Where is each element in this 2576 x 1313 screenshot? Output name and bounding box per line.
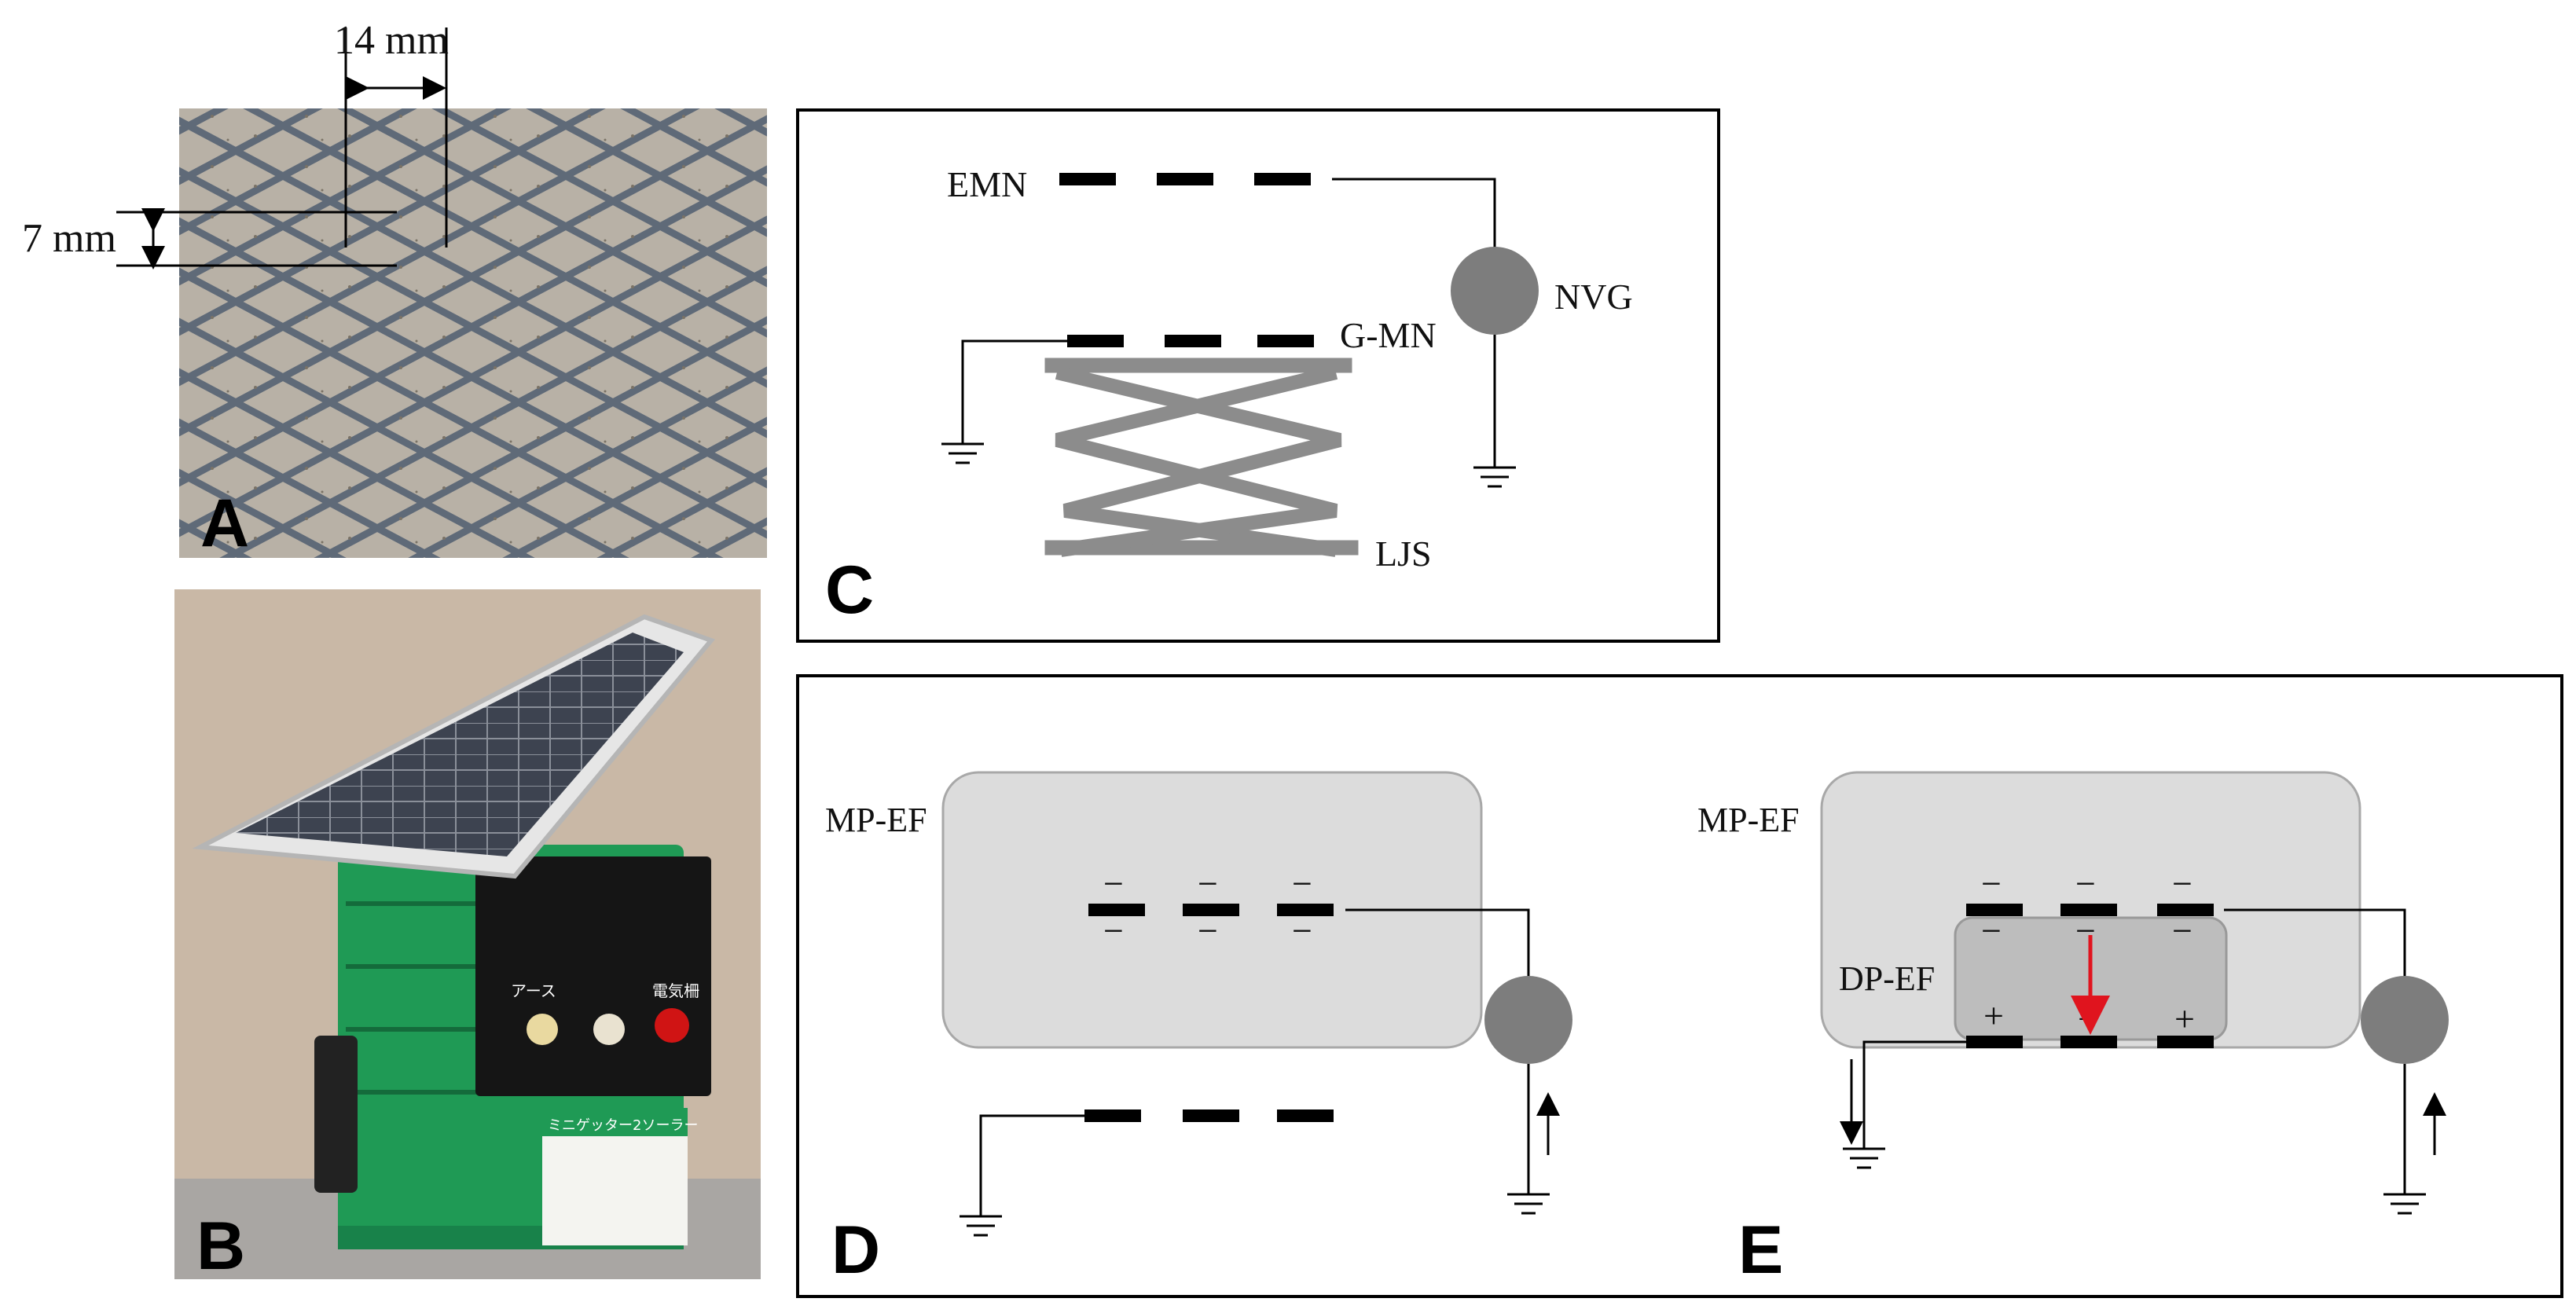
panel-e: E MP-EF DP-EF − − − − − − + + + <box>1697 771 2449 1288</box>
negative-charge-signs: − − − − − − <box>1981 864 2193 951</box>
nvg-generator-icon <box>1451 247 1539 335</box>
svg-text:−: − <box>2172 911 2193 951</box>
mpef-label: MP-EF <box>1697 801 1800 839</box>
panel-b-letter: B <box>196 1208 245 1284</box>
induced-positive-net <box>1966 1036 2214 1048</box>
svg-text:−: − <box>2172 864 2193 904</box>
voltage-generator-icon <box>2361 976 2449 1064</box>
svg-text:+: + <box>1983 996 2004 1036</box>
ground-symbol-icon <box>960 1215 1002 1237</box>
mesh-photo <box>179 108 767 558</box>
panel-d: D MP-EF − − − − − − <box>825 771 1572 1288</box>
svg-text:−: − <box>2075 911 2096 951</box>
fence-energizer-body: アース 電気柵 ミニゲッター2ソーラー <box>314 845 711 1249</box>
ljs-label: LJS <box>1375 534 1432 574</box>
charged-electrode-net <box>1966 904 2214 916</box>
svg-text:−: − <box>1198 911 1218 951</box>
ljs-lab-jack-stand <box>1044 358 1359 557</box>
emn-electrode-net <box>1059 173 1311 185</box>
emn-label: EMN <box>947 164 1027 204</box>
dim-horizontal-label: 14 mm <box>334 18 449 63</box>
side-clip <box>314 1036 358 1193</box>
panel-d-letter: D <box>831 1212 880 1288</box>
control-box <box>475 856 711 1096</box>
terminal-earth-label: アース <box>511 981 556 1000</box>
ground-symbol-icon <box>1843 1147 1885 1169</box>
fence-terminal-icon <box>593 1014 625 1045</box>
svg-text:+: + <box>2174 999 2195 1039</box>
panel-a-letter: A <box>200 486 249 561</box>
gmn-grounded-net <box>1067 335 1314 347</box>
dim-vertical-label: 7 mm <box>22 216 116 261</box>
panel-c-frame <box>796 108 1720 643</box>
grounded-net <box>1084 1109 1334 1122</box>
mpef-label: MP-EF <box>825 801 927 839</box>
earth-terminal-icon <box>527 1014 558 1045</box>
panel-b: アース 電気柵 ミニゲッター2ソーラー B <box>174 589 761 1284</box>
product-name: ミニゲッター2ソーラー <box>548 1117 698 1134</box>
svg-text:−: − <box>1292 864 1312 904</box>
charged-electrode-net <box>1088 904 1334 916</box>
svg-text:+: + <box>2078 999 2098 1039</box>
voltage-generator-icon <box>1484 976 1572 1064</box>
panel-a: A 14 mm 7 mm <box>22 18 767 561</box>
dim-horizontal-marker <box>344 28 448 248</box>
negative-charge-signs: − − − − − − <box>1103 864 1312 951</box>
dpef-label: DP-EF <box>1839 959 1935 998</box>
ground-symbol-icon <box>2383 1193 2426 1215</box>
svg-text:−: − <box>1981 864 2002 904</box>
nvg-label: NVG <box>1554 277 1633 317</box>
ground-symbol-icon <box>1473 466 1516 488</box>
svg-text:−: − <box>2075 864 2096 904</box>
dim-vertical-marker <box>116 208 397 270</box>
svg-text:−: − <box>1981 911 2002 951</box>
svg-text:−: − <box>1198 864 1218 904</box>
svg-text:−: − <box>1292 911 1312 951</box>
svg-text:−: − <box>1103 864 1124 904</box>
panel-c: C EMN NVG G-MN <box>796 108 1720 643</box>
panel-e-letter: E <box>1738 1212 1783 1288</box>
power-terminal-icon <box>655 1008 689 1043</box>
panel-c-letter: C <box>825 552 874 628</box>
terminal-fence-label: 電気柵 <box>652 981 699 1000</box>
solar-panel <box>192 614 716 879</box>
positive-charge-signs: + + + <box>1983 996 2195 1039</box>
gmn-label: G-MN <box>1340 315 1437 355</box>
ground-symbol-icon <box>941 442 984 464</box>
ground-symbol-icon <box>1507 1193 1550 1215</box>
svg-text:−: − <box>1103 911 1124 951</box>
